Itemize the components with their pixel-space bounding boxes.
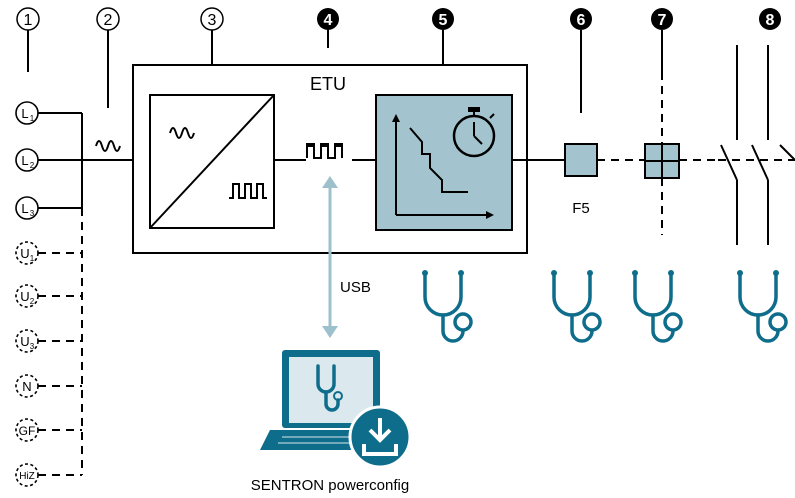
f5-module: F5 (564, 143, 598, 217)
svg-text:5: 5 (439, 12, 448, 29)
svg-text:F5: F5 (572, 200, 590, 217)
stethoscope-icon (737, 270, 788, 343)
callout-3: 3 (200, 7, 224, 31)
svg-text:2: 2 (30, 297, 35, 306)
input-hiz: HiZ (15, 463, 39, 487)
input-u1: U 1 (15, 241, 39, 265)
stethoscope-icon (422, 270, 473, 343)
sine-wave-icon (95, 140, 121, 152)
svg-text:2: 2 (104, 12, 113, 29)
laptop-icon (260, 350, 405, 450)
callout-2: 2 (96, 7, 120, 31)
svg-text:1: 1 (30, 254, 35, 263)
svg-text:1: 1 (24, 12, 33, 29)
svg-text:U: U (20, 289, 29, 304)
input-u3: U 3 (15, 329, 39, 353)
main-contacts (718, 45, 795, 245)
callout-6: 6 (570, 8, 592, 30)
input-l1: L 1 (15, 101, 39, 125)
pulse-wave-icon (306, 145, 343, 161)
callout-1: 1 (16, 7, 40, 31)
svg-text:6: 6 (577, 12, 586, 29)
release-module (644, 143, 680, 179)
svg-text:3: 3 (30, 342, 35, 351)
svg-text:7: 7 (658, 12, 667, 29)
input-n: N (15, 374, 39, 398)
usb-connection: USB (322, 176, 371, 338)
svg-text:L: L (21, 153, 28, 168)
usb-label: USB (340, 279, 371, 296)
stopwatch-icon (452, 107, 496, 158)
trip-unit-processor-block (375, 94, 513, 231)
svg-text:1: 1 (30, 114, 35, 123)
input-gf: GF (15, 418, 39, 442)
download-icon (348, 405, 412, 469)
callout-7: 7 (651, 8, 673, 30)
svg-text:2: 2 (30, 161, 35, 170)
stethoscope-icon (632, 270, 683, 343)
svg-text:U: U (20, 334, 29, 349)
input-l3: L 3 (15, 196, 39, 220)
callout-4: 4 (317, 8, 339, 30)
svg-text:4: 4 (324, 12, 333, 29)
trip-curve-icon (392, 114, 494, 219)
svg-text:L: L (21, 201, 28, 216)
callout-8: 8 (759, 8, 781, 30)
input-l2: L 2 (15, 148, 39, 172)
svg-text:HiZ: HiZ (19, 471, 35, 482)
svg-text:GF: GF (19, 424, 36, 438)
stethoscope-icon (316, 364, 343, 412)
svg-text:U: U (20, 246, 29, 261)
etu-label: ETU (310, 74, 346, 94)
converter-block (149, 94, 275, 229)
svg-text:3: 3 (208, 12, 217, 29)
sine-wave-icon (169, 127, 195, 139)
callout-5: 5 (432, 8, 454, 30)
input-u2: U 2 (15, 284, 39, 308)
software-label: SENTRON powerconfig (251, 477, 409, 494)
svg-text:8: 8 (766, 12, 775, 29)
stethoscope-icon (551, 270, 602, 343)
svg-text:3: 3 (30, 209, 35, 218)
svg-text:L: L (21, 106, 28, 121)
pulse-wave-icon (229, 183, 267, 199)
svg-text:N: N (22, 379, 31, 394)
